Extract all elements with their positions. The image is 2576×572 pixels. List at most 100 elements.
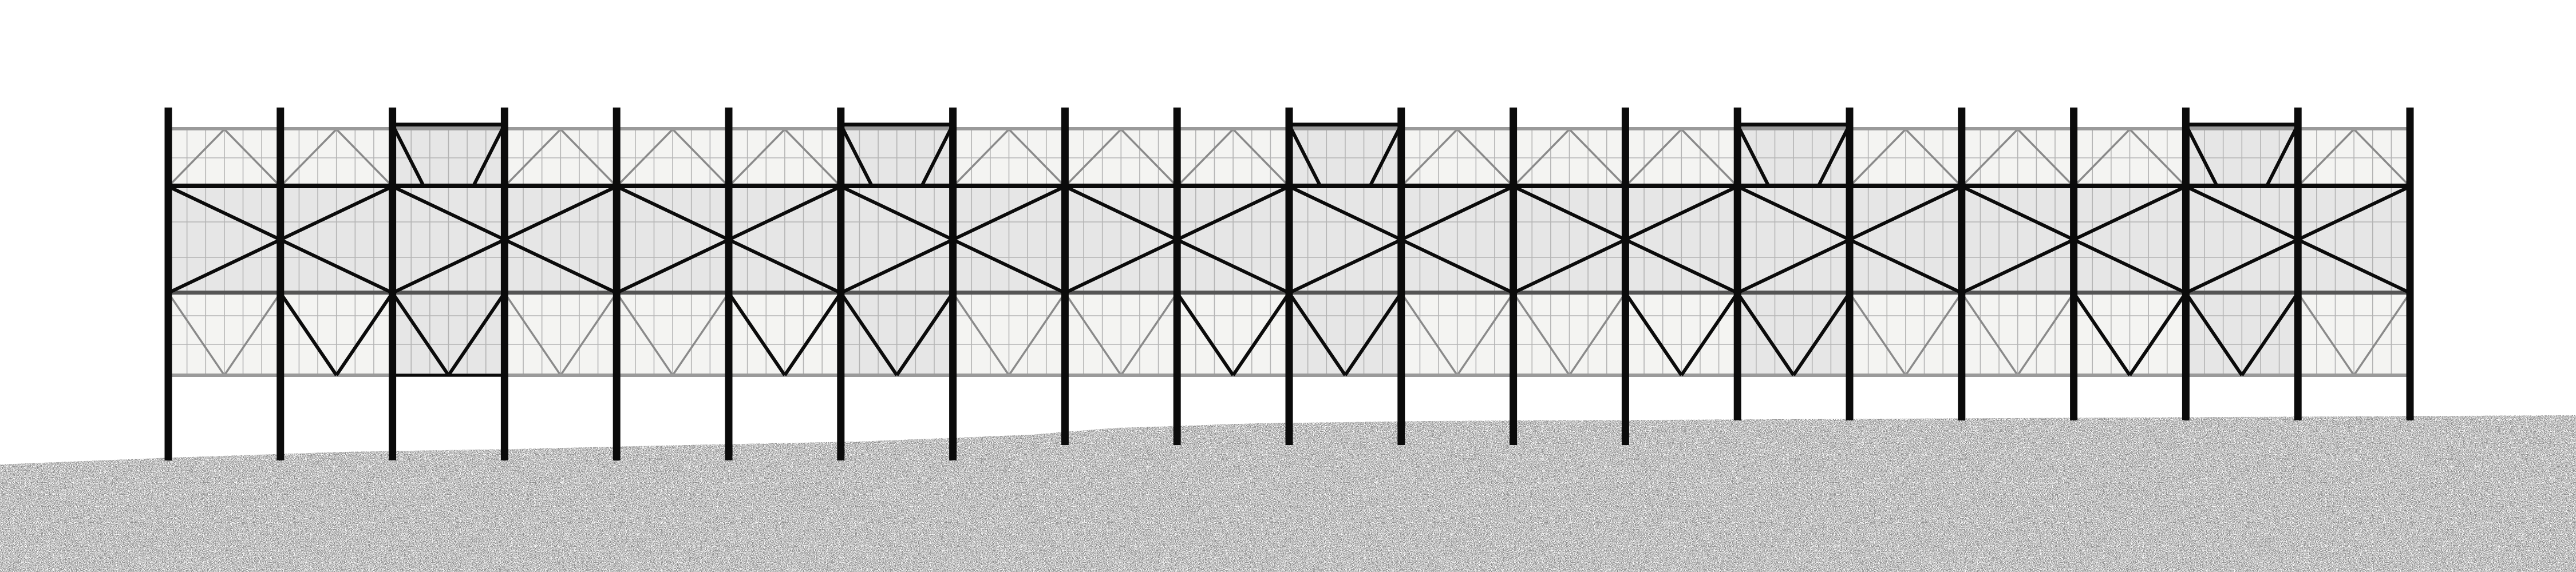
lower-v-brace (1736, 292, 1795, 376)
background-brace-upper (335, 128, 393, 188)
steel-column (2182, 108, 2190, 420)
upper-truss-diagonal (1287, 124, 1322, 188)
lower-v-brace (1287, 292, 1347, 376)
steel-column (2070, 108, 2078, 420)
background-brace-lower (503, 292, 562, 376)
steel-column (1510, 108, 1518, 445)
steel-column (1173, 108, 1181, 445)
background-brace-lower (615, 292, 674, 376)
background-brace-upper (279, 128, 337, 188)
steel-column (1733, 108, 1741, 420)
background-brace-lower (1008, 292, 1066, 376)
background-brace-lower (2353, 292, 2411, 376)
background-brace-lower (1961, 292, 2019, 376)
lower-v-brace (447, 292, 506, 376)
lower-v-brace (1344, 292, 1403, 376)
steel-column (164, 108, 172, 460)
lower-v-brace (2184, 292, 2243, 376)
lower-v-brace (2240, 292, 2300, 376)
background-brace-lower (223, 292, 282, 376)
steel-column (837, 108, 845, 460)
background-brace-upper (1905, 128, 1963, 188)
background-brace-upper (2073, 128, 2131, 188)
ground-stipple (0, 415, 2576, 572)
steel-column (949, 108, 957, 460)
lower-v-brace (391, 292, 450, 376)
steel-column (725, 108, 733, 460)
steel-column (500, 108, 508, 460)
steel-column (1285, 108, 1293, 445)
background-brace-upper (1961, 128, 2018, 188)
steel-column (2294, 108, 2302, 420)
background-brace-upper (1512, 128, 1570, 188)
background-brace-upper (1848, 128, 1907, 188)
window-mullions (168, 129, 2410, 375)
background-brace-upper (167, 128, 226, 188)
background-brace-upper (1176, 128, 1234, 188)
lower-v-brace (279, 292, 338, 376)
background-brace-lower (1064, 292, 1122, 376)
background-brace-upper (2353, 128, 2411, 188)
background-brace-upper (615, 128, 674, 188)
background-brace-upper (560, 128, 618, 188)
lower-v-brace (1792, 292, 1851, 376)
steel-column (613, 108, 621, 460)
upper-truss-diagonal (839, 124, 874, 188)
upper-truss-diagonal (390, 124, 426, 188)
background-brace-lower (1848, 292, 1907, 376)
lower-v-brace (1175, 292, 1235, 376)
background-brace-lower (559, 292, 618, 376)
upper-truss-diagonal (471, 124, 507, 188)
upper-truss-diagonal (1736, 124, 1771, 188)
background-brace-lower (2017, 292, 2075, 376)
background-brace-upper (2129, 128, 2187, 188)
background-brace-upper (1568, 128, 1626, 188)
background-brace-lower (167, 292, 226, 376)
background-brace-lower (1568, 292, 1626, 376)
background-brace-upper (1064, 128, 1122, 188)
lower-v-brace (2128, 292, 2187, 376)
steel-column (2406, 108, 2414, 420)
background-brace-lower (1120, 292, 1178, 376)
lower-v-brace (1231, 292, 1291, 376)
lower-v-brace (839, 292, 899, 376)
background-brace-lower (1400, 292, 1459, 376)
background-brace-upper (1625, 128, 1682, 188)
background-brace-upper (1456, 128, 1514, 188)
upper-truss-diagonal (2265, 124, 2300, 188)
background-brace-lower (952, 292, 1010, 376)
background-brace-lower (1512, 292, 1570, 376)
background-brace-lower (1905, 292, 1963, 376)
steel-columns (164, 108, 2414, 460)
upper-truss-diagonal (920, 124, 955, 188)
background-brace-upper (671, 128, 730, 188)
background-brace-upper (1232, 128, 1290, 188)
background-brace-upper (784, 128, 842, 188)
lower-v-brace (1680, 292, 1739, 376)
background-brace-upper (504, 128, 562, 188)
background-brace-lower (2297, 292, 2355, 376)
steel-column (1061, 108, 1069, 445)
steel-column (389, 108, 397, 460)
ground-terrain (0, 415, 2576, 572)
background-brace-upper (1681, 128, 1739, 188)
lower-v-brace (2072, 292, 2131, 376)
background-brace-lower (671, 292, 730, 376)
steel-column (1846, 108, 1854, 420)
upper-truss-diagonal (1368, 124, 1403, 188)
steel-column (1621, 108, 1629, 445)
background-brace-upper (728, 128, 786, 188)
background-brace-lower (1456, 292, 1515, 376)
background-brace-upper (1400, 128, 1458, 188)
lower-v-brace (335, 292, 394, 376)
steel-column (1397, 108, 1405, 445)
lower-v-brace (1623, 292, 1683, 376)
background-brace-upper (952, 128, 1010, 188)
lower-v-brace (895, 292, 955, 376)
lower-v-brace (727, 292, 787, 376)
background-brace-upper (223, 128, 282, 188)
background-brace-upper (1008, 128, 1066, 188)
steel-column (1958, 108, 1966, 420)
